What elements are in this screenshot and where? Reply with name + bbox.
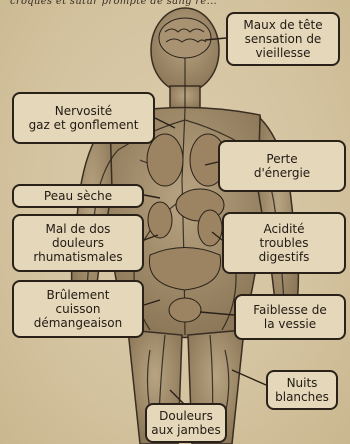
label-brulement-text: Brûlement cuisson démangeaison: [34, 288, 123, 330]
label-acidite-text: Acidité troubles digestifs: [259, 222, 310, 264]
label-brulement: Brûlement cuisson démangeaison: [12, 280, 144, 338]
brain-shape: [159, 18, 211, 58]
label-perte-energie: Perte d'énergie: [218, 140, 346, 192]
label-douleurs-jambes-text: Douleurs aux jambes: [151, 409, 221, 437]
label-nervosite-text: Nervosité gaz et gonflement: [29, 104, 139, 132]
label-faiblesse-vessie-text: Faiblesse de la vessie: [253, 303, 327, 331]
label-douleurs-jambes: Douleurs aux jambes: [145, 403, 227, 443]
label-peau-seche-text: Peau sèche: [44, 189, 112, 203]
label-peau-seche: Peau sèche: [12, 184, 144, 208]
label-maux-de-tete-text: Maux de tête sensation de vieillesse: [243, 18, 322, 60]
label-nuits-blanches-text: Nuits blanches: [275, 376, 329, 404]
label-perte-energie-text: Perte d'énergie: [254, 152, 310, 180]
label-mal-de-dos: Mal de dos douleurs rhumatismales: [12, 214, 144, 272]
label-mal-de-dos-text: Mal de dos douleurs rhumatismales: [33, 222, 122, 264]
label-nervosite: Nervosité gaz et gonflement: [12, 92, 155, 144]
label-maux-de-tete: Maux de tête sensation de vieillesse: [226, 12, 340, 66]
label-acidite: Acidité troubles digestifs: [222, 212, 346, 274]
label-nuits-blanches: Nuits blanches: [266, 370, 338, 410]
label-faiblesse-vessie: Faiblesse de la vessie: [234, 294, 346, 340]
